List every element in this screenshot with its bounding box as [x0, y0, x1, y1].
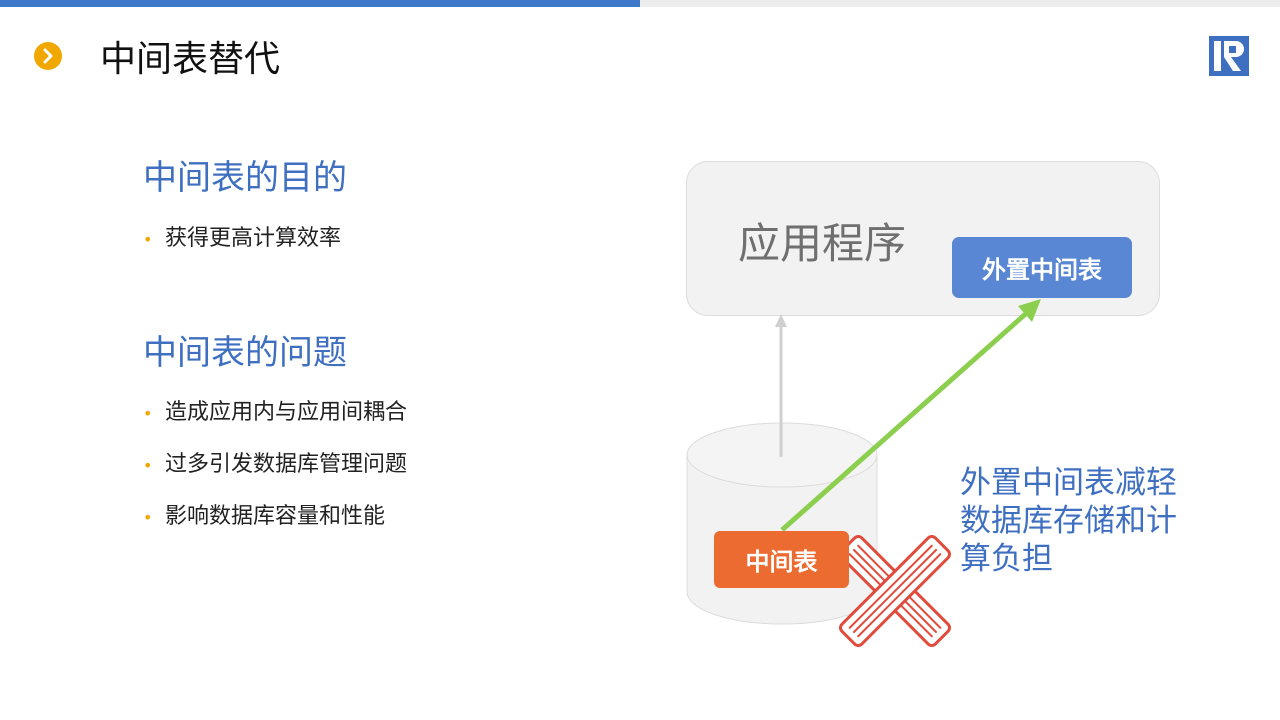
list-item: • 造成应用内与应用间耦合 — [143, 394, 407, 426]
bullet-text: 过多引发数据库管理问题 — [165, 452, 408, 477]
bullet-text: 获得更高计算效率 — [165, 226, 342, 251]
green-arrow — [780, 299, 1041, 532]
note-text: 外置中间表减轻 数据库存储和计 算负担 — [960, 464, 1200, 578]
bullet-dot: • — [143, 507, 153, 527]
section-heading-problems: 中间表的问题 — [143, 333, 347, 373]
red-cross-icon — [839, 535, 951, 647]
bullet-text: 影响数据库容量和性能 — [165, 504, 386, 529]
application-label: 应用程序 — [738, 219, 907, 268]
bullet-dot: • — [143, 403, 153, 423]
top-accent-bar-gray — [640, 0, 1280, 7]
brand-logo-icon — [1208, 35, 1250, 81]
bullet-dot: • — [143, 455, 153, 475]
list-item: • 获得更高计算效率 — [143, 220, 341, 252]
list-item: • 过多引发数据库管理问题 — [143, 446, 407, 478]
gray-up-arrow — [775, 314, 787, 457]
section-heading-purpose: 中间表的目的 — [143, 158, 347, 198]
bullet-text: 造成应用内与应用间耦合 — [165, 400, 408, 425]
top-accent-bar-blue — [0, 0, 640, 7]
bullet-dot: • — [143, 229, 153, 249]
note-line: 外置中间表减轻 — [960, 465, 1177, 501]
external-table-label-box: 外置中间表 — [952, 237, 1132, 298]
slide-title: 中间表替代 — [100, 39, 281, 80]
list-item: • 影响数据库容量和性能 — [143, 498, 385, 530]
intermediate-table-label-box: 中间表 — [714, 531, 849, 588]
note-line: 数据库存储和计 — [960, 503, 1177, 539]
note-line: 算负担 — [960, 541, 1053, 577]
chevron-right-icon — [34, 42, 62, 70]
